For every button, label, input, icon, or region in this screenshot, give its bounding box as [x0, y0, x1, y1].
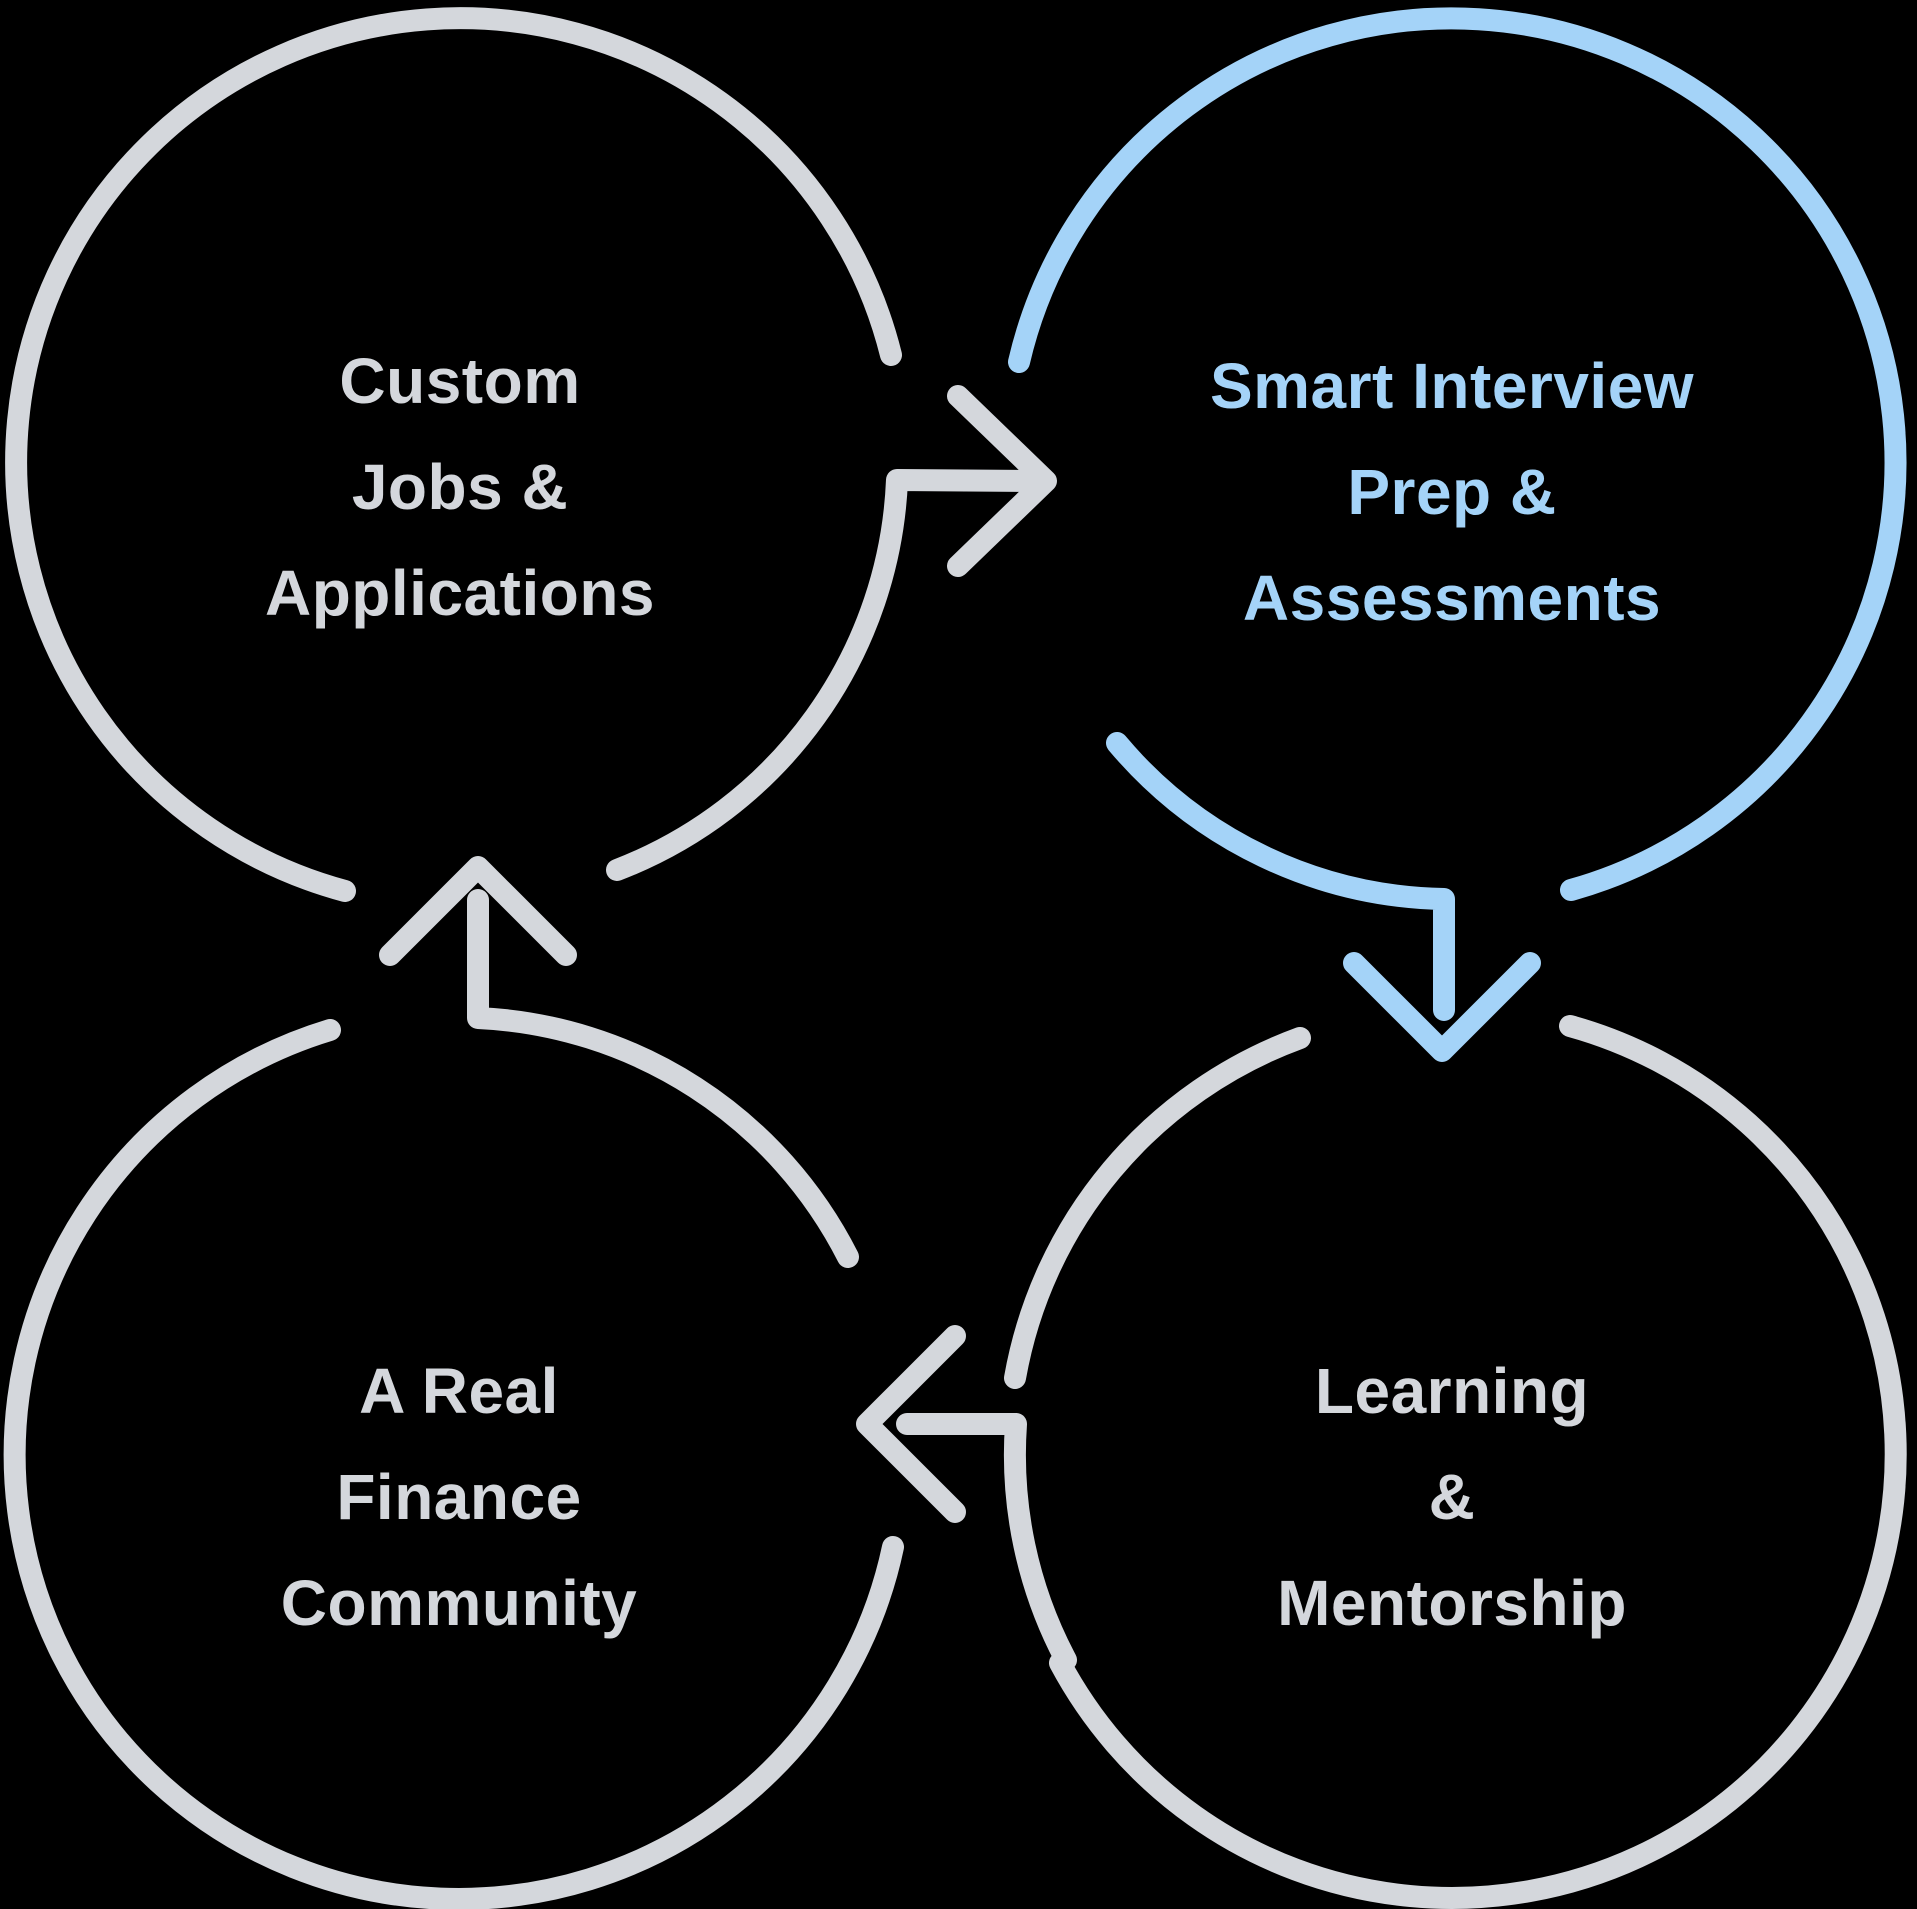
label-line: Assessments: [1242, 562, 1662, 634]
label-line: Jobs &: [351, 451, 569, 523]
label-line: Prep &: [1347, 456, 1557, 528]
ring-arc-upper-left: [1004, 1027, 1311, 1389]
arrowhead-down: [1343, 952, 1541, 1062]
arrow-tail: [606, 469, 1053, 881]
arrow-tail: [896, 1413, 1077, 1671]
arrow-down-icon: [1106, 732, 1541, 1062]
arrow-tail: [1106, 732, 1455, 1021]
arrow-up-icon: [379, 856, 859, 1268]
arrowhead-left: [856, 1325, 966, 1523]
circle-label-finance-community: A Real Finance Community: [281, 1338, 638, 1656]
arrowhead-right: [947, 385, 1057, 577]
label-line: Applications: [264, 557, 656, 629]
ring-arc: [1008, 7, 1907, 901]
arrow-left-icon: [856, 1325, 1077, 1671]
circle-ring-bottom-left: [3, 1019, 904, 1909]
label-line: Community: [280, 1567, 638, 1639]
ring-arc: [3, 1019, 904, 1909]
label-line: Mentorship: [1277, 1567, 1627, 1639]
circle-ring-top-right: [1008, 7, 1907, 901]
ring-arc: [5, 7, 902, 902]
arrowhead-up: [379, 856, 577, 966]
circle-ring-bottom-right: [1004, 1015, 1907, 1909]
label-line: Learning: [1314, 1355, 1590, 1427]
arrow-tail: [467, 889, 859, 1268]
label-line: &: [1428, 1461, 1476, 1533]
circle-label-smart-interview: Smart Interview Prep & Assessments: [1210, 333, 1694, 651]
label-line: A Real: [359, 1355, 559, 1427]
circle-ring-top-left: [5, 7, 902, 902]
circle-label-custom-jobs: Custom Jobs & Applications: [265, 328, 655, 646]
ring-arc: [1049, 1015, 1907, 1909]
label-line: Smart Interview: [1209, 350, 1695, 422]
label-line: Custom: [339, 345, 581, 417]
arrow-right-icon: [606, 385, 1057, 881]
label-line: Finance: [336, 1461, 582, 1533]
circle-label-learning-mentorship: Learning & Mentorship: [1277, 1338, 1627, 1656]
